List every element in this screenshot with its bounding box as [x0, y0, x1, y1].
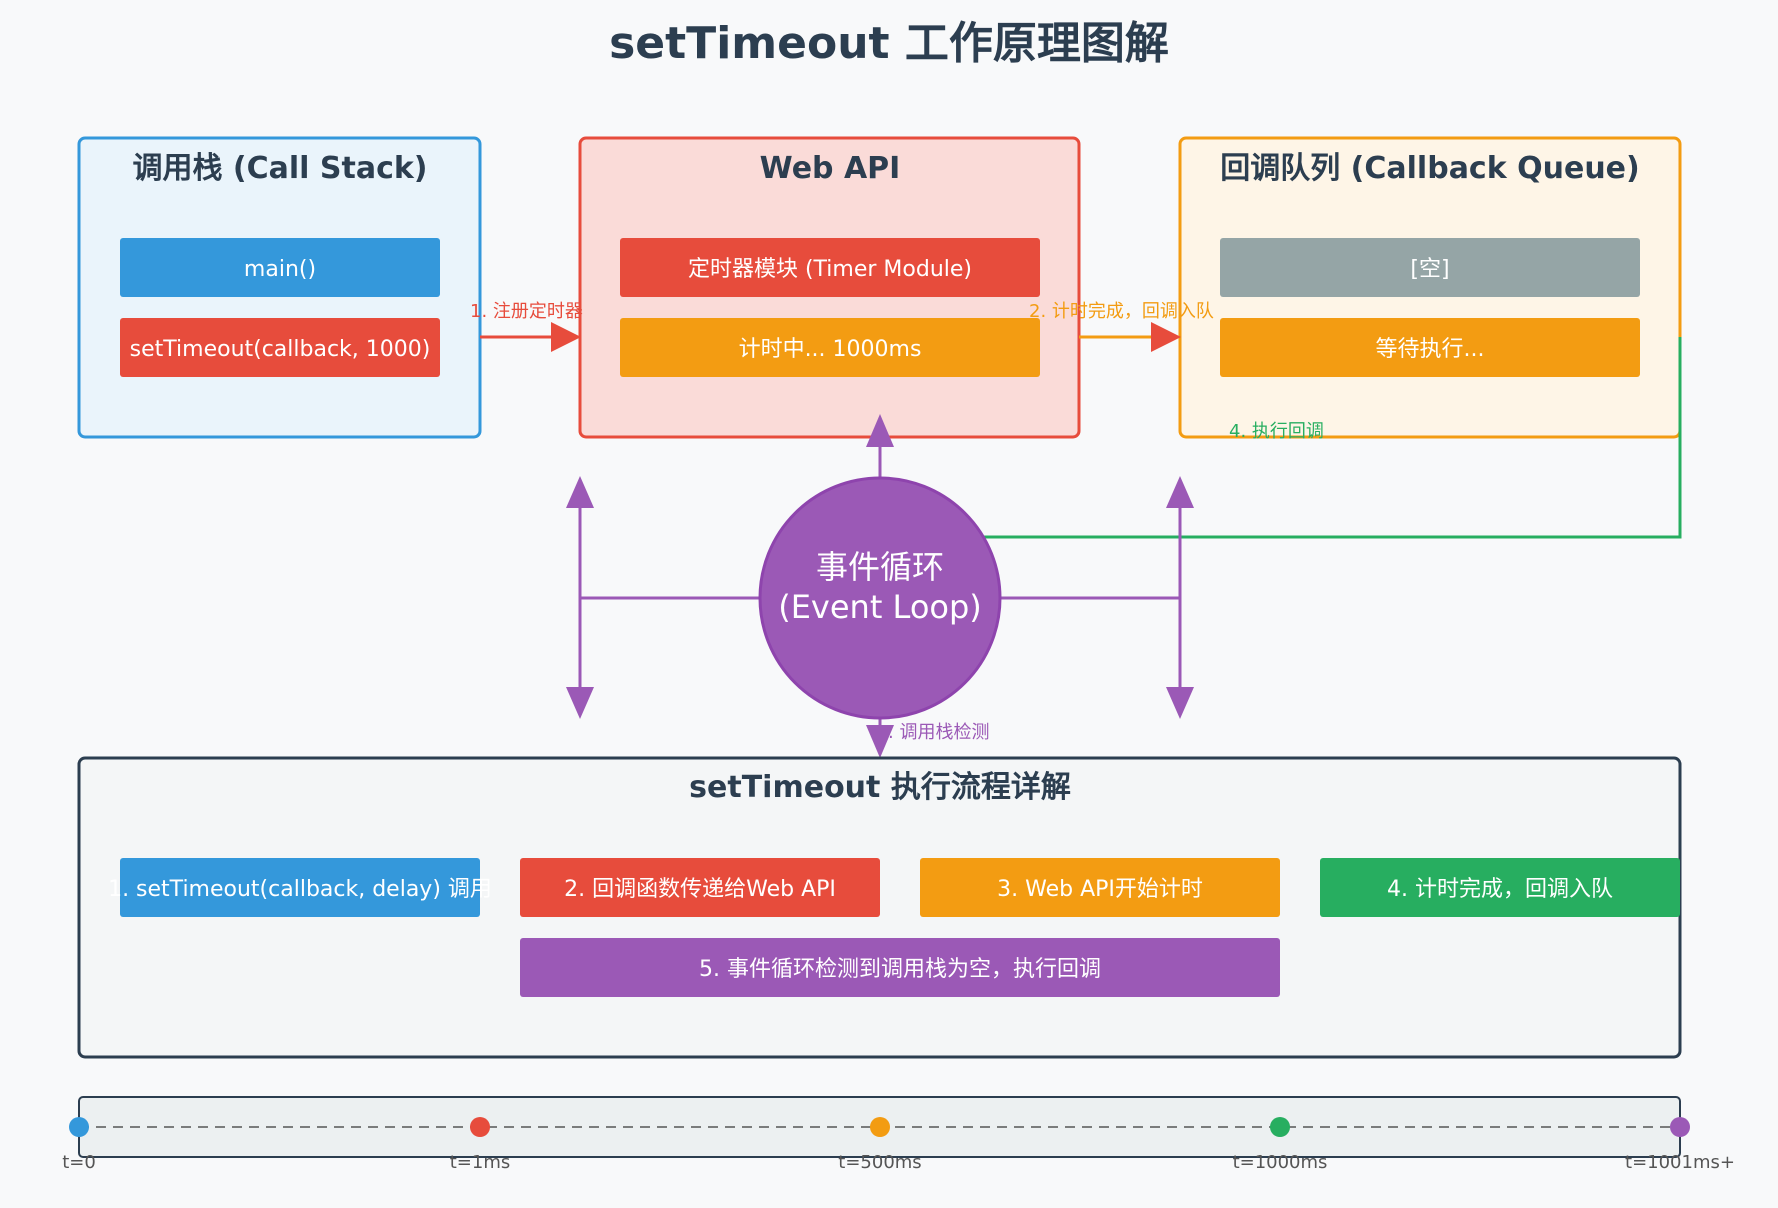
call-stack-panel: 调用栈 (Call Stack) main() setTimeout(callb…	[77, 136, 482, 439]
event-loop-arrowheads	[566, 414, 1194, 758]
queue-waiting-block	[1220, 318, 1640, 377]
timeline-dot-1	[470, 1117, 490, 1137]
flow-step-1	[120, 858, 480, 917]
execute-callback-label: 4. 执行回调	[1229, 421, 1324, 442]
flow-step-3-label: 3. Web API开始计时	[997, 877, 1203, 902]
callback-queue-panel: 回调队列 (Callback Queue) [空] 等待执行...	[1178, 136, 1682, 439]
timeline: t=0 t=1ms t=500ms t=1000ms t=1001ms+	[62, 1096, 1735, 1173]
arrowhead-right-up	[1166, 476, 1194, 508]
timing-block	[620, 318, 1040, 377]
timer-done-label: 2. 计时完成，回调入队	[1029, 301, 1214, 322]
timeline-tick-1: t=1ms	[450, 1152, 511, 1173]
web-api-panel: Web API 定时器模块 (Timer Module) 计时中... 1000…	[578, 136, 1081, 439]
timeline-tick-4: t=1001ms+	[1625, 1152, 1735, 1173]
queue-waiting-label: 等待执行...	[1376, 337, 1485, 362]
stack-check-label: . 调用栈检测	[888, 722, 989, 743]
arrowhead-top-up	[866, 414, 894, 447]
flow-step-4-label: 4. 计时完成，回调入队	[1387, 877, 1613, 902]
flow-step-5	[520, 938, 1280, 997]
flow-step-5-label: 5. 事件循环检测到调用栈为空，执行回调	[699, 957, 1101, 982]
queue-empty-block	[1220, 238, 1640, 297]
call-stack-title: 调用栈 (Call Stack)	[132, 151, 427, 186]
flow-step-3	[920, 858, 1280, 917]
event-loop-connectors	[578, 440, 1182, 738]
timeline-dot-3	[1270, 1117, 1290, 1137]
timeline-dot-0	[69, 1117, 89, 1137]
flow-step-1-label: 1. setTimeout(callback, delay) 调用	[108, 877, 492, 902]
event-loop-label-en: (Event Loop)	[778, 588, 982, 626]
stack-frame-settimeout-label: setTimeout(callback, 1000)	[130, 337, 431, 362]
event-loop-label-cn: 事件循环	[816, 548, 944, 586]
page-title: setTimeout 工作原理图解	[609, 18, 1169, 69]
flow-step-2-label: 2. 回调函数传递给Web API	[564, 877, 836, 902]
arrowhead-right-down	[1166, 687, 1194, 719]
register-timer-label: 1. 注册定时器	[470, 301, 583, 322]
flow-step-4	[1320, 858, 1680, 917]
timing-label: 计时中... 1000ms	[739, 337, 922, 362]
stack-frame-settimeout	[120, 318, 440, 377]
timer-module-block	[620, 238, 1040, 297]
event-loop-circle	[758, 476, 1002, 720]
callback-queue-title: 回调队列 (Callback Queue)	[1220, 151, 1640, 186]
stack-frame-main	[120, 238, 440, 297]
timeline-tick-3: t=1000ms	[1233, 1152, 1328, 1173]
arrowhead-left-up	[566, 476, 594, 508]
web-api-title: Web API	[760, 151, 901, 186]
flow-step-2	[520, 858, 880, 917]
flow-panel: setTimeout 执行流程详解 1. setTimeout(callback…	[77, 756, 1682, 1059]
timeline-dot-2	[870, 1117, 890, 1137]
queue-empty-label: [空]	[1410, 257, 1449, 282]
timeline-tick-0: t=0	[62, 1152, 96, 1173]
timer-module-label: 定时器模块 (Timer Module)	[688, 257, 972, 282]
execute-callback-arrow	[877, 337, 1682, 552]
timeline-tick-2: t=500ms	[838, 1152, 921, 1173]
flow-title: setTimeout 执行流程详解	[689, 770, 1071, 805]
stack-frame-main-label: main()	[244, 257, 316, 282]
arrowhead-left-down	[566, 687, 594, 719]
arrowhead-bottom-down	[866, 725, 894, 758]
timeline-dot-4	[1670, 1117, 1690, 1137]
